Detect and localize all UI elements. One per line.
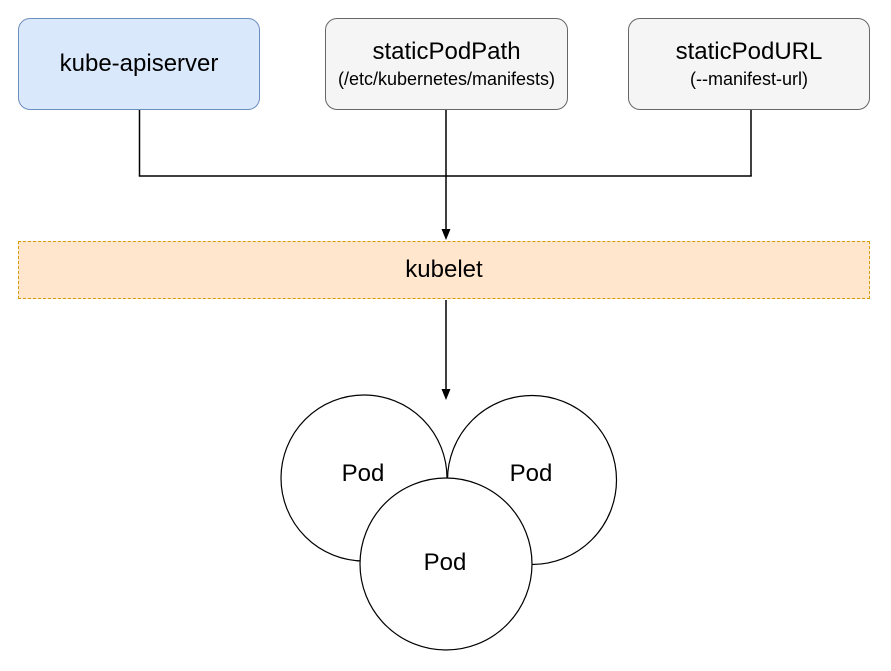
pod-label-bottom: Pod	[423, 549, 467, 576]
node-kube-apiserver: kube-apiserver	[18, 18, 260, 110]
arrowhead-to-kubelet	[441, 229, 451, 240]
kube-apiserver-label: kube-apiserver	[59, 50, 219, 77]
node-static-pod-url: staticPodURL (--manifest-url)	[628, 18, 870, 110]
pod-label-left: Pod	[341, 460, 385, 487]
pod-label-right: Pod	[509, 460, 553, 487]
node-kubelet: kubelet	[18, 241, 870, 299]
pod-circle-bottom	[359, 477, 533, 651]
kubelet-label: kubelet	[405, 256, 483, 283]
static-pod-path-label: staticPodPath	[372, 38, 521, 65]
static-pod-path-sublabel: (/etc/kubernetes/manifests)	[337, 69, 556, 89]
arrowhead-to-pods	[441, 389, 451, 400]
node-static-pod-path: staticPodPath (/etc/kubernetes/manifests…	[325, 18, 568, 110]
static-pod-url-sublabel: (--manifest-url)	[689, 69, 808, 89]
static-pod-url-label: staticPodURL	[675, 38, 823, 65]
